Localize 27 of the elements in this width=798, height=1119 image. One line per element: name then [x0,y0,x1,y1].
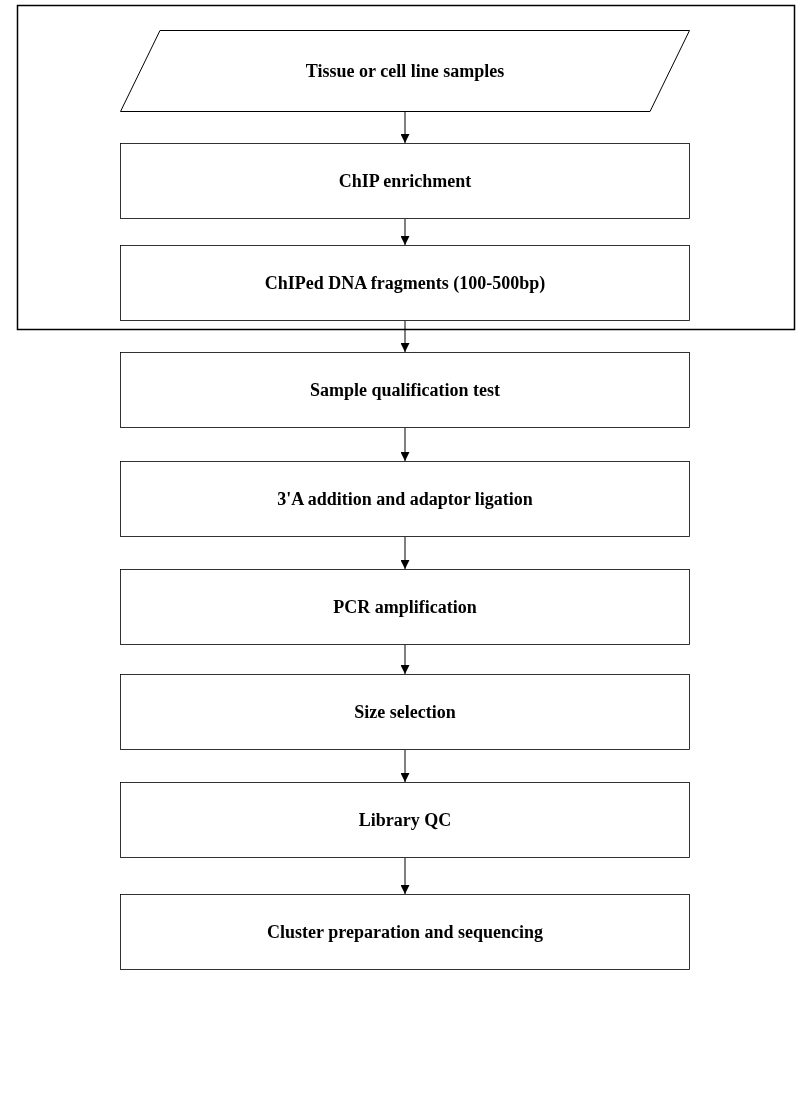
group-frame [17,5,795,330]
step-label: ChIP enrichment [337,169,473,193]
step-label: 3'A addition and adaptor ligation [276,487,534,511]
arrow [400,536,410,570]
process-box [120,674,690,750]
process-box [120,894,690,970]
step-label: PCR amplification [332,595,478,619]
process-box [120,782,690,858]
step-label: ChIPed DNA fragments (100-500bp) [263,271,547,295]
process-box [120,461,690,537]
input-parallelogram [120,30,690,112]
arrow [400,320,410,353]
arrow [400,111,410,144]
process-box [120,352,690,428]
step-label: Size selection [353,700,457,724]
arrow [400,749,410,783]
step-label: Library QC [357,808,453,832]
step-label: Sample qualification test [309,378,501,402]
arrow [400,427,410,462]
process-box [120,569,690,645]
arrow [400,218,410,246]
step-label: Tissue or cell line samples [304,59,506,83]
arrow [400,644,410,675]
process-box [120,245,690,321]
process-box [120,143,690,219]
step-label: Cluster preparation and sequencing [266,920,544,944]
arrow [400,857,410,895]
